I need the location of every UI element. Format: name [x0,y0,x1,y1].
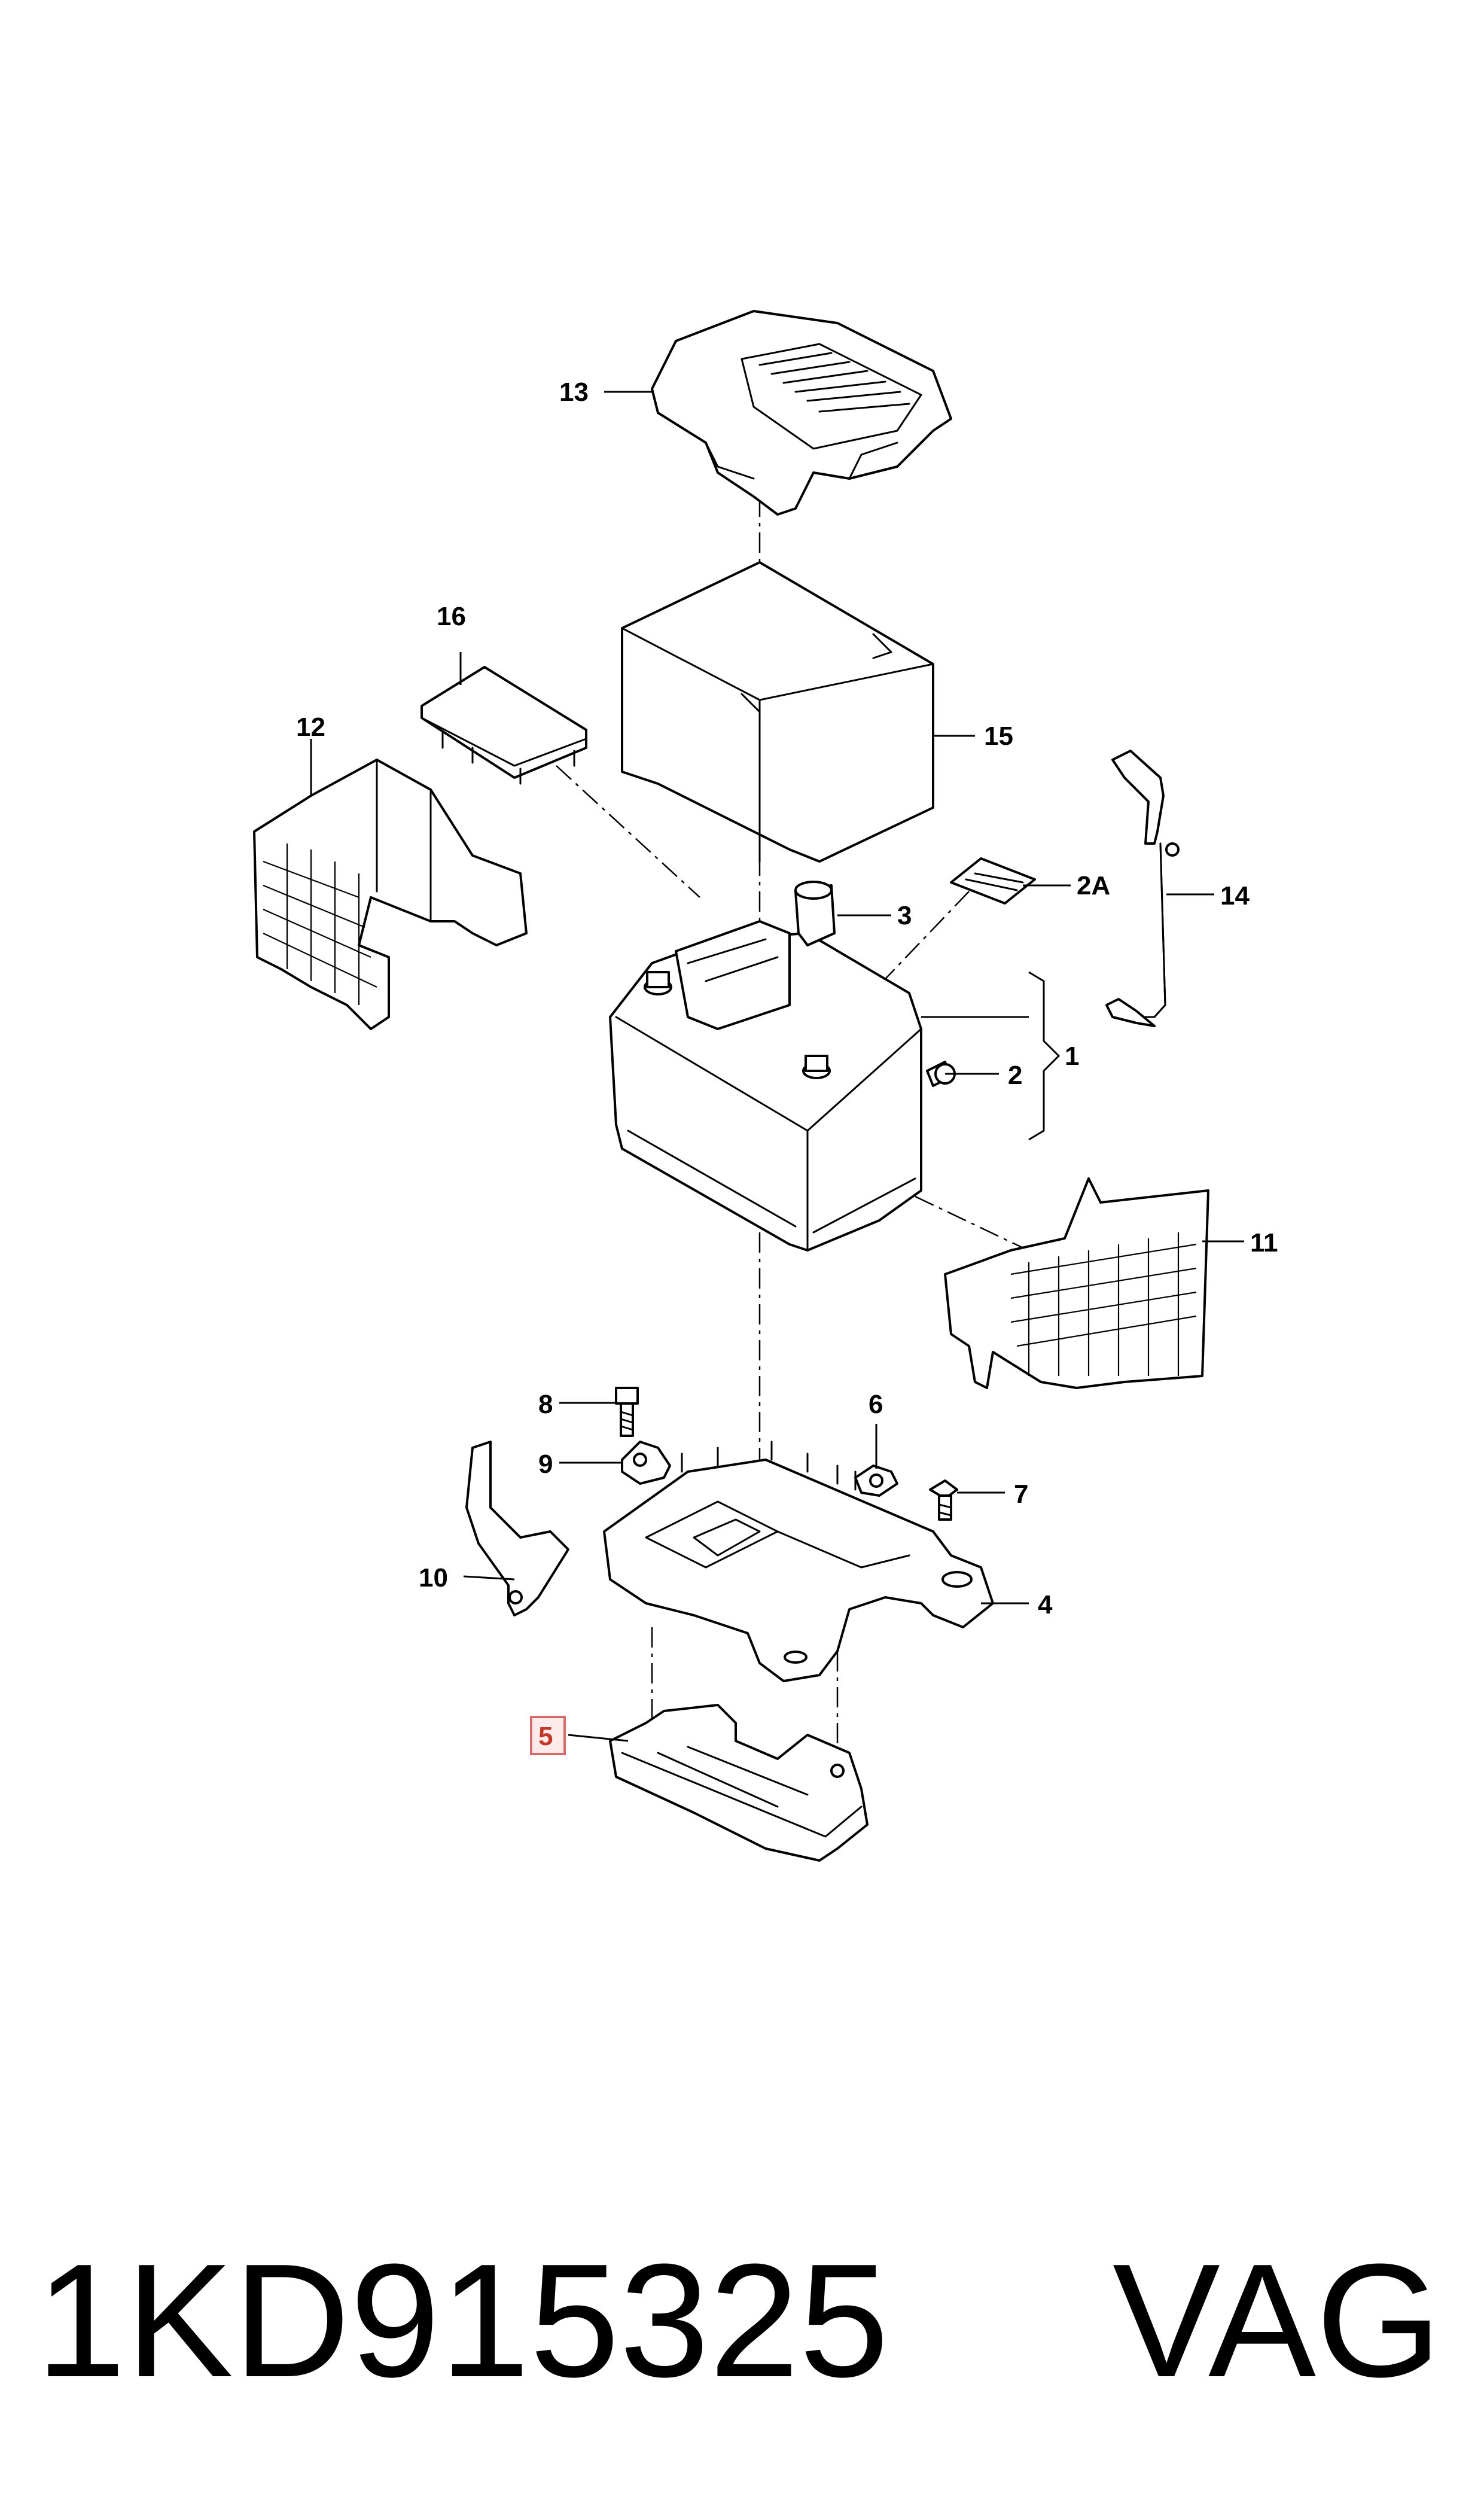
brand: VAG [1113,2231,1442,2411]
callout-1: 1 [1065,1042,1079,1071]
callout-16: 16 [437,602,466,631]
callout-10: 10 [419,1563,448,1593]
callout-7: 7 [1014,1479,1028,1509]
callout-5: 5 [538,1722,553,1751]
clamp-part [621,1441,671,1485]
bolt-part [615,1387,639,1437]
callout-4: 4 [1038,1590,1053,1619]
part-number: 1KD915325 [36,2231,889,2411]
callout-2a: 2A [1077,871,1110,900]
right-shield-part [944,1177,1209,1389]
tray-insert-part [609,1704,869,1862]
callout-1-bracket [1028,971,1061,1141]
clip-nut-part [854,1464,898,1497]
callout-11: 11 [1250,1228,1278,1258]
callout-3: 3 [897,901,912,930]
terminal-cap-part [794,881,836,946]
callout-12: 12 [296,713,325,742]
callout-14: 14 [1220,881,1250,911]
callout-5-highlight [530,1716,566,1755]
battery-cover-part [651,310,952,516]
battery-part [609,920,922,1252]
callout-9: 9 [538,1450,553,1479]
small-cover-part [420,666,587,785]
callout-8: 8 [538,1390,553,1419]
bracket-part [465,1441,569,1616]
earth-strap-part [1105,750,1180,1027]
callout-13: 13 [559,377,589,407]
left-shield-part [253,759,528,1030]
label-part [950,857,1036,905]
callout-6: 6 [869,1390,883,1419]
footer: 1KD915325 VAG [0,2208,1484,2435]
battery-box-part [621,561,934,863]
battery-tray-part [603,1441,994,1682]
callout-15: 15 [984,721,1013,751]
callout-2: 2 [1008,1061,1022,1090]
callout-labels: 13 15 16 12 3 2A 2 1 14 11 4 8 9 6 7 10 … [296,377,1278,1755]
bolt-part [929,1479,958,1521]
leader-lines [310,391,1244,1742]
